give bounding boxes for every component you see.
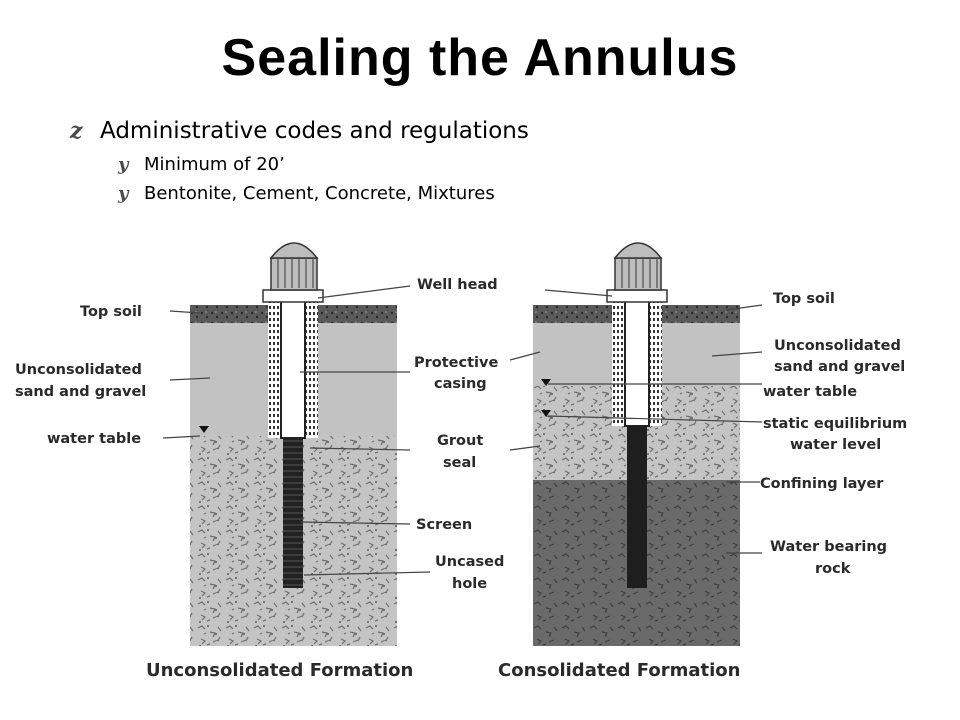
label-protective-1: Protective	[414, 355, 498, 371]
label-confining: Confining layer	[760, 476, 884, 492]
leader-lines	[162, 285, 763, 576]
z-bullet-icon: z	[70, 118, 83, 144]
caption-unconsolidated: Unconsolidated Formation	[146, 660, 413, 681]
label-unconsolidated-right-2: sand and gravel	[774, 359, 905, 375]
sub-bullet: y Minimum of 20’	[118, 154, 529, 175]
label-uncased-2: hole	[452, 576, 487, 592]
label-protective-2: casing	[434, 376, 487, 392]
label-unconsolidated-right-1: Unconsolidated	[774, 338, 901, 354]
y-bullet-icon: y	[118, 183, 129, 204]
label-water-table-left: water table	[47, 431, 141, 447]
bullet-level1: z Administrative codes and regulations	[70, 118, 529, 144]
label-screen: Screen	[416, 517, 472, 533]
y-bullet-icon: y	[118, 154, 129, 175]
label-grout-2: seal	[443, 455, 476, 471]
sub-bullet: y Bentonite, Cement, Concrete, Mixtures	[118, 183, 529, 204]
label-top-soil-right: Top soil	[773, 291, 835, 307]
slide-title: Sealing the Annulus	[221, 29, 739, 87]
label-bearing-2: rock	[815, 561, 851, 577]
label-top-soil-left: Top soil	[80, 304, 142, 320]
unconsolidated-formation	[190, 242, 397, 646]
label-water-table-right: water table	[763, 384, 857, 400]
label-unconsolidated-left-1: Unconsolidated	[15, 362, 142, 378]
label-uncased-1: Uncased	[435, 554, 504, 570]
label-unconsolidated-left-2: sand and gravel	[15, 384, 146, 400]
label-static-2: water level	[790, 437, 881, 453]
bullet-text: Administrative codes and regulations	[100, 118, 529, 144]
label-grout-1: Grout	[437, 433, 483, 449]
label-bearing-1: Water bearing	[770, 539, 887, 555]
sub-bullet-text: Minimum of 20’	[144, 154, 285, 175]
bullet-list: z Administrative codes and regulations y…	[70, 118, 529, 212]
sub-bullet-text: Bentonite, Cement, Concrete, Mixtures	[144, 183, 495, 204]
label-well-head: Well head	[417, 277, 498, 293]
caption-consolidated: Consolidated Formation	[498, 660, 740, 681]
label-static-1: static equilibrium	[763, 416, 907, 432]
consolidated-formation	[533, 242, 740, 646]
